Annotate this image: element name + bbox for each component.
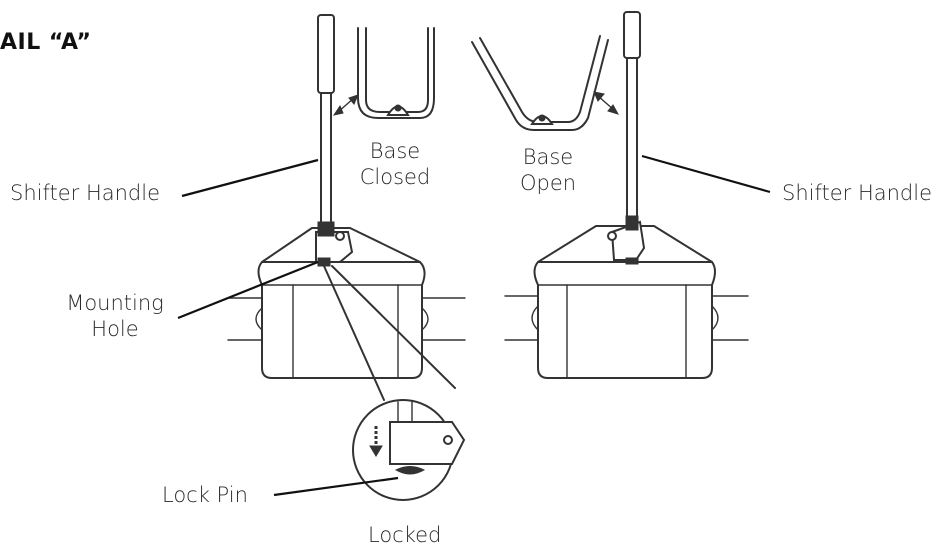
left-base-assembly [227,227,466,379]
label-base-closed-line2: Closed [359,165,431,189]
zoom-line-right [331,265,456,389]
base-open-icon [471,35,620,131]
label-shifter-handle-right: Shifter Handle [782,181,933,205]
label-mounting-hole-line1: Mounting [66,291,164,315]
label-base-closed-line1: Base [369,139,421,163]
label-lock-pin: Lock Pin [162,483,248,507]
label-base-open-line2: Open [519,171,577,195]
label-mounting-hole-line2: Hole [91,317,139,341]
leader-lock-pin [273,476,399,497]
zoom-line-left [323,265,385,401]
locked-detail-circle [352,399,466,501]
label-base-closed: Base Closed [355,138,435,190]
leader-shifter-handle-right [641,154,771,194]
leader-mounting-hole [177,260,319,320]
leader-shifter-handle-left [181,158,319,198]
label-mounting-hole: Mounting Hole [60,290,170,342]
label-locked: Locked [368,523,442,547]
label-base-open-line1: Base [522,145,574,169]
left-shifter-handle [315,14,354,267]
base-closed-icon [332,27,435,119]
label-shifter-handle-left: Shifter Handle [10,181,161,205]
right-base-assembly [504,225,749,379]
right-shifter-handle [607,11,646,265]
label-base-open: Base Open [508,144,588,196]
detail-title: AIL “A” [0,30,92,55]
